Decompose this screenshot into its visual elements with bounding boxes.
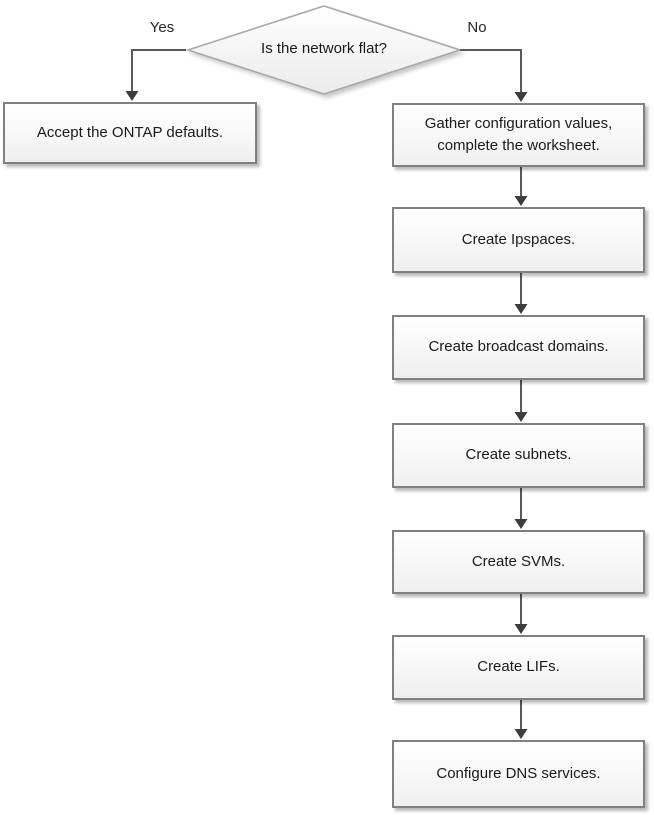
no-arrowhead-icon (514, 92, 528, 102)
arrowhead-icon-5 (514, 624, 528, 634)
step-accept-ontap-defaults: Accept the ONTAP defaults. (3, 102, 257, 164)
yes-arrowhead-icon (125, 91, 139, 101)
yes-connector-line (131, 49, 186, 91)
step-create-subnets: Create subnets. (392, 423, 645, 488)
step-create-svms: Create SVMs. (392, 530, 645, 594)
decision-question-label: Is the network flat? (261, 40, 387, 57)
step-gather-configuration-values: Gather configuration values, complete th… (392, 103, 645, 167)
step-create-ipspaces: Create Ipspaces. (392, 207, 645, 273)
arrowhead-icon-6 (514, 729, 528, 739)
step-create-lifs: Create LIFs. (392, 635, 645, 700)
step-configure-dns-services: Configure DNS services. (392, 740, 645, 808)
arrowhead-icon-1 (514, 196, 528, 206)
arrowhead-icon-4 (514, 519, 528, 529)
branch-label-yes: Yes (149, 19, 175, 36)
arrowhead-icon-3 (514, 412, 528, 422)
step-create-broadcast-domains: Create broadcast domains. (392, 315, 645, 380)
no-connector-line (460, 49, 522, 92)
arrowhead-icon-2 (514, 304, 528, 314)
branch-label-no: No (467, 19, 487, 36)
